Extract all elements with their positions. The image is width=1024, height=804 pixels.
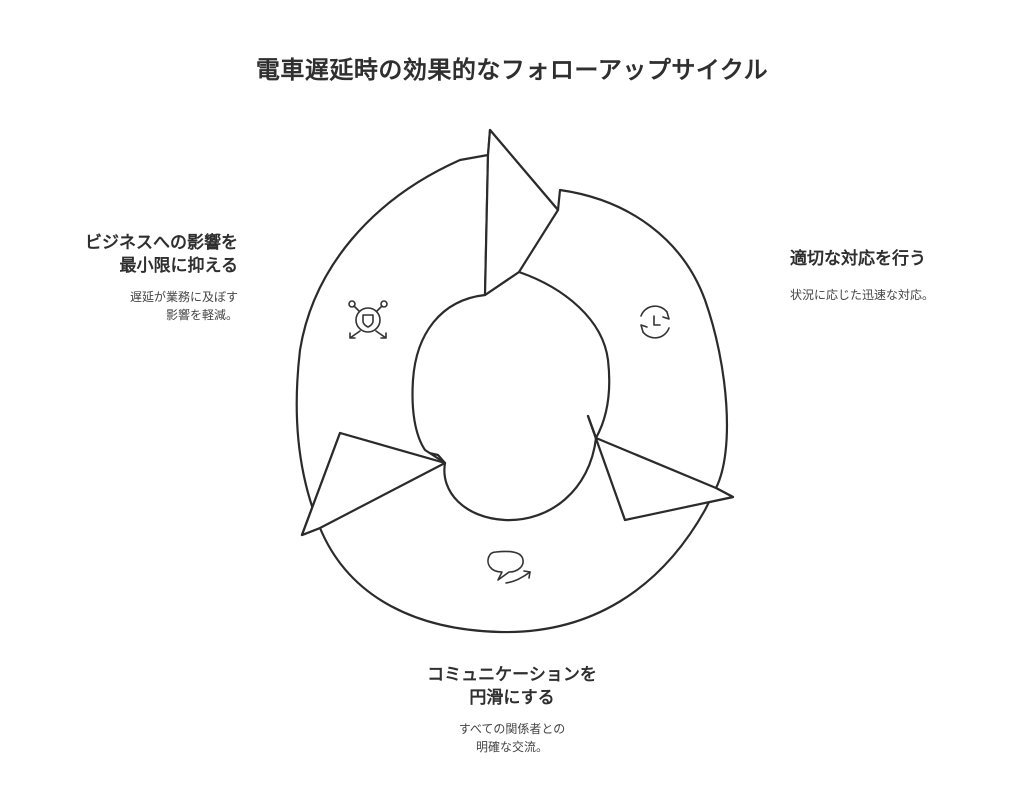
stage-minimize-desc-line: 影響を軽減。	[165, 308, 238, 322]
stage-act-title-line: 適切な対応を行う	[790, 249, 926, 269]
stage-minimize-title: ビジネスへの影響を 最小限に抑える	[20, 232, 238, 278]
stage-minimize-desc: 遅延が業務に及ぼす 影響を軽減。	[38, 288, 238, 324]
stage-minimize-title-line: ビジネスへの影響を	[85, 233, 238, 253]
stage-minimize-title-line: 最小限に抑える	[119, 256, 239, 276]
arrow-head-top	[483, 128, 560, 297]
stage-communicate-title: コミュニケーションを 円滑にする	[362, 664, 662, 710]
arrow-head-right	[586, 414, 735, 522]
stage-act-desc: 状況に応じた迅速な対応。	[790, 286, 934, 304]
chat-bubble-arrow-icon	[487, 550, 531, 584]
stage-act-desc-line: 状況に応じた迅速な対応。	[790, 288, 935, 302]
clock-refresh-icon	[640, 305, 670, 339]
stage-communicate-desc: すべての関係者との 明確な交流。	[412, 720, 612, 756]
stage-communicate-title-line: コミュニケーションを	[427, 665, 597, 685]
shield-network-icon	[348, 300, 388, 339]
stage-communicate-title-line: 円滑にする	[469, 688, 555, 708]
stage-act-title: 適切な対応を行う	[790, 248, 926, 271]
cycle-segment-minimize	[295, 153, 490, 537]
stage-communicate-desc-line: 明確な交流。	[475, 740, 548, 754]
diagram-title: 電車遅延時の効果的なフォローアップサイクル	[255, 56, 769, 84]
stage-communicate-desc-line: すべての関係者との	[458, 722, 566, 736]
stage-minimize-desc-line: 遅延が業務に及ぼす	[129, 290, 238, 304]
arrow-head-left	[300, 431, 447, 537]
